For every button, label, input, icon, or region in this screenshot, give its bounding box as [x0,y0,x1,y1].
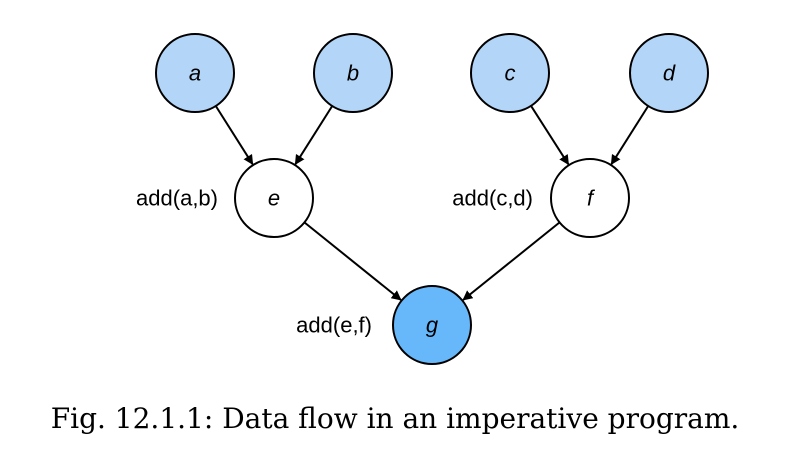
edge-a-e [214,105,254,166]
node-c-label: c [505,61,516,86]
node-g: g [392,285,472,365]
edge-c-f [530,105,570,166]
data-flow-diagram: a b c d e f g add(a,b) add(c,d) add(e,f) [136,33,709,365]
node-c-circle [470,33,550,113]
op-label-e: add(a,b) [136,186,218,211]
edges-group [214,105,650,301]
node-e: e [234,158,314,238]
node-b-circle [313,33,393,113]
node-b-label: b [347,61,359,86]
edge-e-g [303,221,402,301]
node-d-circle [629,33,709,113]
node-g-label: g [426,313,439,338]
node-a-circle [155,33,235,113]
figure-caption: Fig. 12.1.1: Data flow in an imperative … [50,402,740,435]
node-a: a [155,33,235,113]
op-label-g: add(e,f) [296,313,372,338]
op-label-f: add(c,d) [452,186,533,211]
edge-d-f [610,105,650,166]
node-b: b [313,33,393,113]
node-g-circle [392,285,472,365]
node-d-label: d [663,61,676,86]
node-d: d [629,33,709,113]
node-f: f [550,158,630,238]
node-f-circle [550,158,630,238]
node-c: c [470,33,550,113]
edge-f-g [462,221,561,301]
node-f-label: f [587,186,596,211]
edge-b-e [294,105,334,166]
node-a-label: a [189,61,201,86]
node-e-circle [234,158,314,238]
node-e-label: e [268,186,280,211]
